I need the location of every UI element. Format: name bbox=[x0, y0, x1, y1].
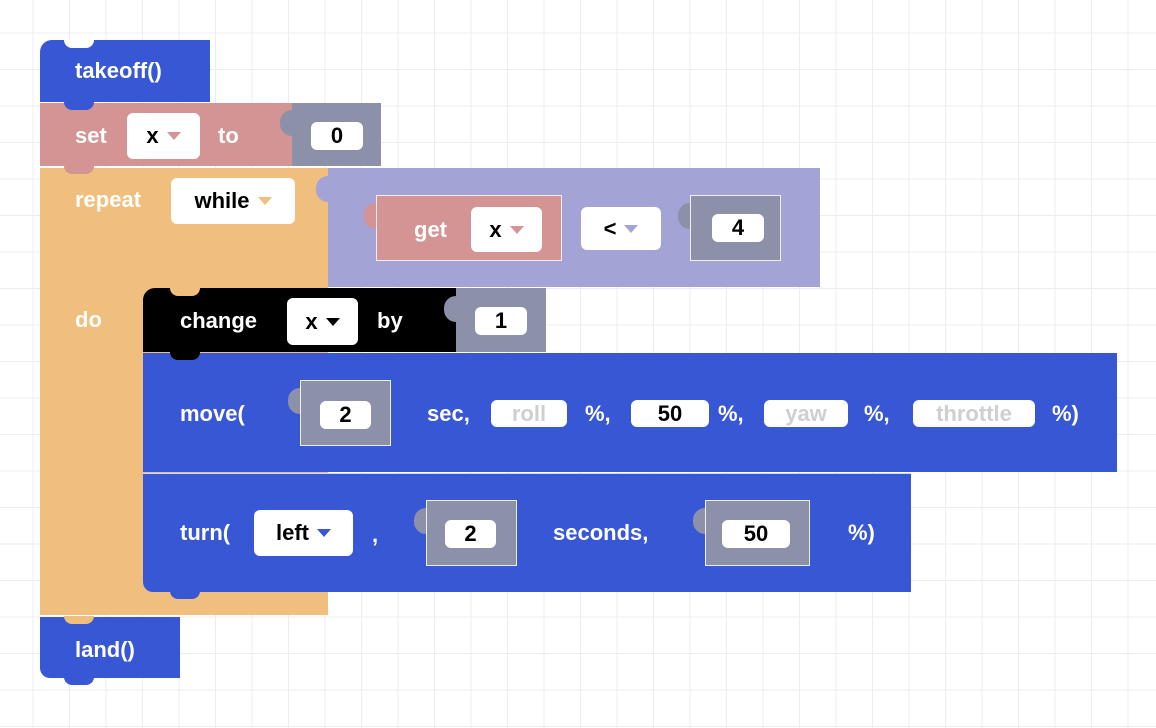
connector bbox=[693, 508, 705, 534]
seconds-label: seconds, bbox=[553, 520, 649, 545]
compare-value-input[interactable]: 4 bbox=[712, 214, 764, 242]
land-block[interactable] bbox=[40, 617, 180, 678]
connector bbox=[288, 388, 300, 414]
percent-label: %, bbox=[585, 401, 611, 426]
change-variable-dropdown[interactable]: x bbox=[287, 298, 358, 345]
sec-label: sec, bbox=[427, 401, 470, 426]
land-label: land() bbox=[75, 637, 135, 662]
connector bbox=[64, 166, 94, 174]
comma-label: , bbox=[372, 522, 379, 547]
variable-value: x bbox=[146, 123, 159, 148]
yaw-input[interactable]: yaw bbox=[764, 400, 848, 427]
chevron-down-icon bbox=[257, 197, 272, 205]
variable-value: x bbox=[305, 308, 318, 334]
change-value-input[interactable]: 1 bbox=[475, 307, 527, 335]
chevron-down-icon bbox=[509, 225, 524, 234]
by-label: by bbox=[377, 308, 403, 333]
variable-value: x bbox=[489, 216, 502, 242]
percent-label: %, bbox=[718, 401, 744, 426]
chevron-down-icon bbox=[166, 132, 181, 140]
takeoff-label: takeoff() bbox=[75, 58, 162, 83]
number-block[interactable] bbox=[300, 380, 391, 446]
chevron-down-icon bbox=[325, 317, 340, 326]
connector bbox=[364, 203, 376, 229]
roll-input[interactable]: roll bbox=[491, 400, 567, 427]
connector bbox=[170, 352, 200, 360]
get-variable-dropdown[interactable]: x bbox=[471, 207, 542, 252]
connector bbox=[64, 102, 94, 110]
percent-label: %, bbox=[864, 401, 890, 426]
close-paren-label: %) bbox=[848, 520, 875, 545]
connector bbox=[170, 288, 200, 296]
connector bbox=[64, 677, 94, 685]
get-label: get bbox=[414, 217, 447, 242]
connector bbox=[444, 296, 456, 322]
pitch-input[interactable]: 50 bbox=[631, 400, 709, 427]
turn-power-input[interactable]: 50 bbox=[722, 520, 790, 548]
connector bbox=[414, 508, 426, 534]
repeat-label: repeat bbox=[75, 187, 142, 212]
connector bbox=[64, 616, 94, 624]
operator-dropdown[interactable]: < bbox=[581, 207, 661, 250]
repeat-mode-dropdown[interactable]: while bbox=[171, 178, 295, 224]
to-label: to bbox=[218, 123, 239, 148]
move-time-input[interactable]: 2 bbox=[320, 401, 371, 429]
takeoff-block[interactable] bbox=[40, 40, 210, 102]
connector bbox=[316, 176, 328, 202]
set-variable-dropdown[interactable]: x bbox=[127, 113, 200, 159]
chevron-down-icon bbox=[317, 529, 331, 537]
change-label: change bbox=[180, 308, 258, 333]
connector bbox=[64, 40, 94, 48]
chevron-down-icon bbox=[624, 224, 639, 233]
direction-value: left bbox=[276, 520, 309, 545]
turn-label: turn( bbox=[180, 520, 231, 545]
turn-direction-dropdown[interactable]: left bbox=[254, 510, 353, 556]
operator-value: < bbox=[603, 215, 617, 241]
do-label: do bbox=[75, 307, 102, 332]
connector bbox=[170, 591, 200, 599]
connector bbox=[170, 473, 200, 482]
close-paren-label: %) bbox=[1052, 401, 1079, 426]
move-label: move( bbox=[180, 401, 245, 426]
set-label: set bbox=[75, 123, 107, 148]
connector bbox=[678, 203, 690, 229]
set-value-input[interactable]: 0 bbox=[311, 122, 363, 150]
connector bbox=[280, 110, 292, 136]
throttle-input[interactable]: throttle bbox=[913, 400, 1035, 427]
turn-time-input[interactable]: 2 bbox=[445, 520, 496, 548]
repeat-mode-value: while bbox=[194, 188, 250, 213]
